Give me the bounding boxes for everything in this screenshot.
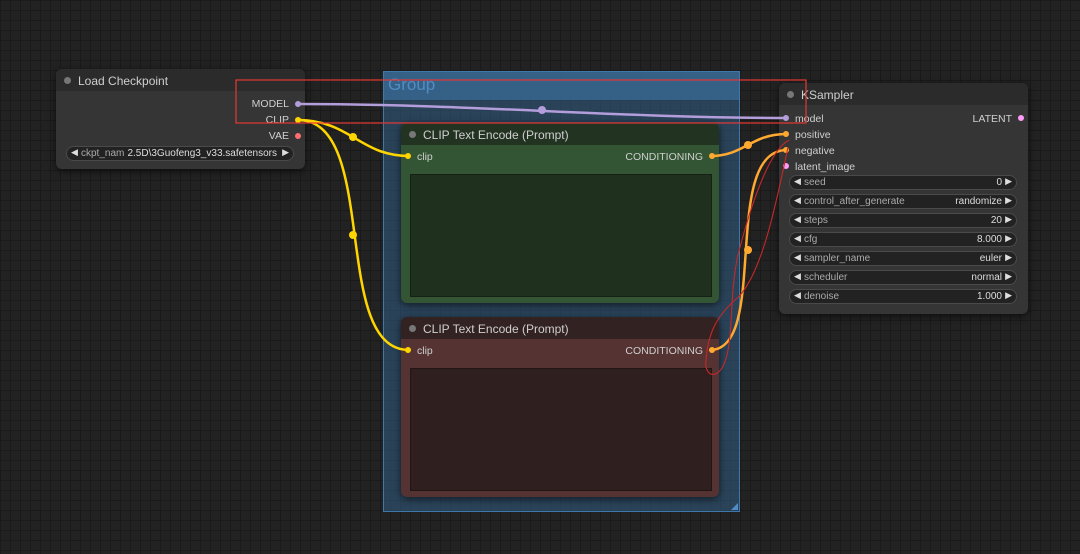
increment-arrow-icon[interactable]: ▶ — [1005, 195, 1012, 205]
group-resize-handle[interactable] — [731, 503, 738, 510]
widget-label: sampler_name — [804, 253, 871, 264]
widget-label: cfg — [804, 234, 818, 245]
ksampler-title: KSampler — [801, 88, 854, 102]
decrement-arrow-icon[interactable]: ◀ — [794, 176, 801, 186]
widget-value: 20 — [990, 215, 1002, 226]
scheduler-widget[interactable]: ◀ scheduler normal ▶ — [789, 270, 1017, 285]
widget-label: denoise — [804, 291, 840, 302]
decrement-arrow-icon[interactable]: ◀ — [794, 233, 801, 243]
link-clip-positive-midpoint[interactable] — [349, 133, 357, 141]
seed-widget[interactable]: ◀ seed 0 ▶ — [789, 175, 1017, 190]
clip-negative-title-bar[interactable]: CLIP Text Encode (Prompt) — [401, 317, 719, 339]
increment-arrow-icon[interactable]: ▶ — [1005, 271, 1012, 281]
ckpt-name-label: ckpt_nam — [81, 148, 125, 159]
steps-widget[interactable]: ◀ steps 20 ▶ — [789, 213, 1017, 228]
input-positive-label: positive — [795, 129, 831, 141]
decrement-arrow-icon[interactable]: ◀ — [794, 195, 801, 205]
widget-value: 0 — [996, 177, 1002, 188]
increment-arrow-icon[interactable]: ▶ — [1005, 233, 1012, 243]
increment-arrow-icon[interactable]: ▶ — [1005, 176, 1012, 186]
input-negative-label: negative — [795, 145, 835, 157]
clip-positive-title: CLIP Text Encode (Prompt) — [423, 128, 569, 142]
ksampler-title-bar[interactable]: KSampler — [779, 83, 1028, 105]
node-collapse-dot[interactable] — [64, 77, 71, 84]
link-conditioning-positive-midpoint[interactable] — [744, 141, 752, 149]
input-model-dot[interactable] — [783, 115, 789, 121]
node-collapse-dot[interactable] — [409, 131, 416, 138]
ckpt-name-combo[interactable]: ◀ ckpt_nam 2.5D\3Guofeng3_v33.safetensor… — [66, 146, 294, 161]
input-latent-image-dot[interactable] — [783, 163, 789, 169]
widget-value: 1.000 — [976, 291, 1002, 302]
input-model-label: model — [795, 113, 824, 125]
clip-negative-title: CLIP Text Encode (Prompt) — [423, 322, 569, 336]
input-latent-image-label: latent_image — [795, 161, 856, 173]
ckpt-name-value: 2.5D\3Guofeng3_v33.safetensors — [127, 148, 277, 159]
widget-value: 8.000 — [976, 234, 1002, 245]
node-collapse-dot[interactable] — [409, 325, 416, 332]
output-conditioning-label: CONDITIONING — [625, 345, 703, 357]
widget-label: control_after_generate — [804, 196, 905, 207]
cfg-widget[interactable]: ◀ cfg 8.000 ▶ — [789, 232, 1017, 247]
sampler-name-widget[interactable]: ◀ sampler_name euler ▶ — [789, 251, 1017, 266]
widget-value: normal — [971, 272, 1002, 283]
positive-prompt-textarea[interactable] — [410, 174, 712, 297]
decrement-arrow-icon[interactable]: ◀ — [794, 271, 801, 281]
ksampler-node[interactable]: KSampler model LATENT positive negative … — [779, 83, 1028, 314]
input-negative-dot[interactable] — [783, 147, 789, 153]
input-clip-dot[interactable] — [405, 347, 411, 353]
decrement-arrow-icon[interactable]: ◀ — [794, 214, 801, 224]
input-clip-label: clip — [417, 151, 433, 163]
widget-value: euler — [979, 253, 1002, 264]
widget-value: randomize — [955, 196, 1002, 207]
negative-prompt-textarea[interactable] — [410, 368, 712, 491]
load-checkpoint-title: Load Checkpoint — [78, 74, 169, 88]
combo-left-arrow-icon[interactable]: ◀ — [71, 147, 78, 157]
output-latent-dot[interactable] — [1018, 115, 1024, 121]
node-collapse-dot[interactable] — [787, 91, 794, 98]
combo-right-arrow-icon[interactable]: ▶ — [282, 147, 289, 157]
output-vae-label: VAE — [268, 130, 289, 142]
clip-positive-title-bar[interactable]: CLIP Text Encode (Prompt) — [401, 123, 719, 145]
load-checkpoint-title-bar[interactable]: Load Checkpoint — [56, 69, 305, 91]
group-title-bar[interactable] — [384, 72, 739, 100]
control-after-generate-widget[interactable]: ◀ control_after_generate randomize ▶ — [789, 194, 1017, 209]
output-conditioning-dot[interactable] — [709, 153, 715, 159]
output-conditioning-label: CONDITIONING — [625, 151, 703, 163]
output-model-dot[interactable] — [295, 101, 301, 107]
clip-text-encode-positive-node[interactable]: CLIP Text Encode (Prompt) clip CONDITION… — [401, 123, 719, 303]
decrement-arrow-icon[interactable]: ◀ — [794, 290, 801, 300]
output-vae-dot[interactable] — [295, 133, 301, 139]
output-clip-dot[interactable] — [295, 117, 301, 123]
widget-label: steps — [804, 215, 828, 226]
output-model-label: MODEL — [251, 98, 289, 110]
input-clip-label: clip — [417, 345, 433, 357]
load-checkpoint-node[interactable]: Load Checkpoint MODEL CLIP VAE ◀ ckpt_na… — [56, 69, 305, 169]
link-clip-negative-midpoint[interactable] — [349, 231, 357, 239]
widget-label: seed — [804, 177, 826, 188]
group-title: Group — [388, 75, 436, 94]
input-clip-dot[interactable] — [405, 153, 411, 159]
clip-text-encode-negative-node[interactable]: CLIP Text Encode (Prompt) clip CONDITION… — [401, 317, 719, 497]
increment-arrow-icon[interactable]: ▶ — [1005, 214, 1012, 224]
output-latent-label: LATENT — [972, 113, 1012, 125]
increment-arrow-icon[interactable]: ▶ — [1005, 252, 1012, 262]
widget-label: scheduler — [804, 272, 848, 283]
decrement-arrow-icon[interactable]: ◀ — [794, 252, 801, 262]
input-positive-dot[interactable] — [783, 131, 789, 137]
increment-arrow-icon[interactable]: ▶ — [1005, 290, 1012, 300]
link-conditioning-negative-midpoint[interactable] — [744, 246, 752, 254]
denoise-widget[interactable]: ◀ denoise 1.000 ▶ — [789, 289, 1017, 304]
output-conditioning-dot[interactable] — [709, 347, 715, 353]
output-clip-label: CLIP — [265, 114, 289, 126]
